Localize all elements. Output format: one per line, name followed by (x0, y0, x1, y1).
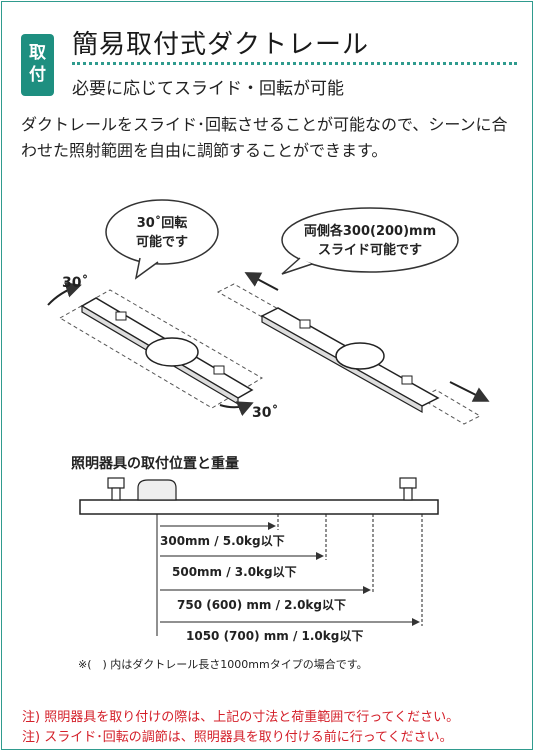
dimension-label-1050: 1050 (700) mm / 1.0kg以下 (186, 629, 364, 643)
dimension-label-300: 300mm / 5.0kg以下 (160, 534, 285, 548)
dotted-divider (72, 62, 517, 65)
dimension-label-500: 500mm / 3.0kg以下 (172, 565, 297, 579)
sliding-rail-illustration (216, 272, 490, 425)
angle-label-right: 30˚ (252, 404, 278, 421)
badge-line1: 取 (29, 43, 46, 63)
page-subtitle: 必要に応じてスライド・回転が可能 (72, 79, 344, 99)
rail-side-view (79, 477, 439, 515)
note-item: 注) スライド･回転の調節は、照明器具を取り付ける前に行ってください。 (22, 730, 453, 745)
dimension-lines (156, 514, 423, 636)
rotation-bubble-line2: 可能です (136, 234, 188, 250)
diagram-title: 照明器具の取付位置と重量 (71, 456, 239, 472)
section-badge: 取 付 (21, 34, 54, 96)
note-item: 注) 照明器具を取り付けの際は、上記の寸法と荷重範囲で行ってください。 (22, 710, 460, 725)
slide-bubble-line1: 両側各300(200)mm (304, 223, 436, 239)
slide-bubble-line2: スライド可能です (318, 242, 422, 258)
rotation-bubble: 30˚回転 可能です (105, 199, 219, 280)
description-text: ダクトレールをスライド･回転させることが可能なので、シーンに合わせた照射範囲を自… (21, 115, 508, 160)
rotating-rail-illustration: 30˚ 30˚ (47, 274, 278, 421)
badge-line2: 付 (29, 65, 46, 85)
page-title: 簡易取付式ダクトレール (72, 30, 370, 60)
dimension-label-750: 750 (600) mm / 2.0kg以下 (177, 598, 346, 612)
notes-section: 注) 照明器具を取り付けの際は、上記の寸法と荷重範囲で行ってください。 注) ス… (22, 708, 459, 748)
slide-bubble: 両側各300(200)mm スライド可能です (281, 207, 459, 275)
diagram-footnote: ※( ) 内はダクトレール長さ1000mmタイプの場合です。 (78, 658, 368, 671)
angle-label-left: 30˚ (62, 274, 88, 291)
rotation-bubble-line1: 30˚回転 (137, 215, 188, 231)
